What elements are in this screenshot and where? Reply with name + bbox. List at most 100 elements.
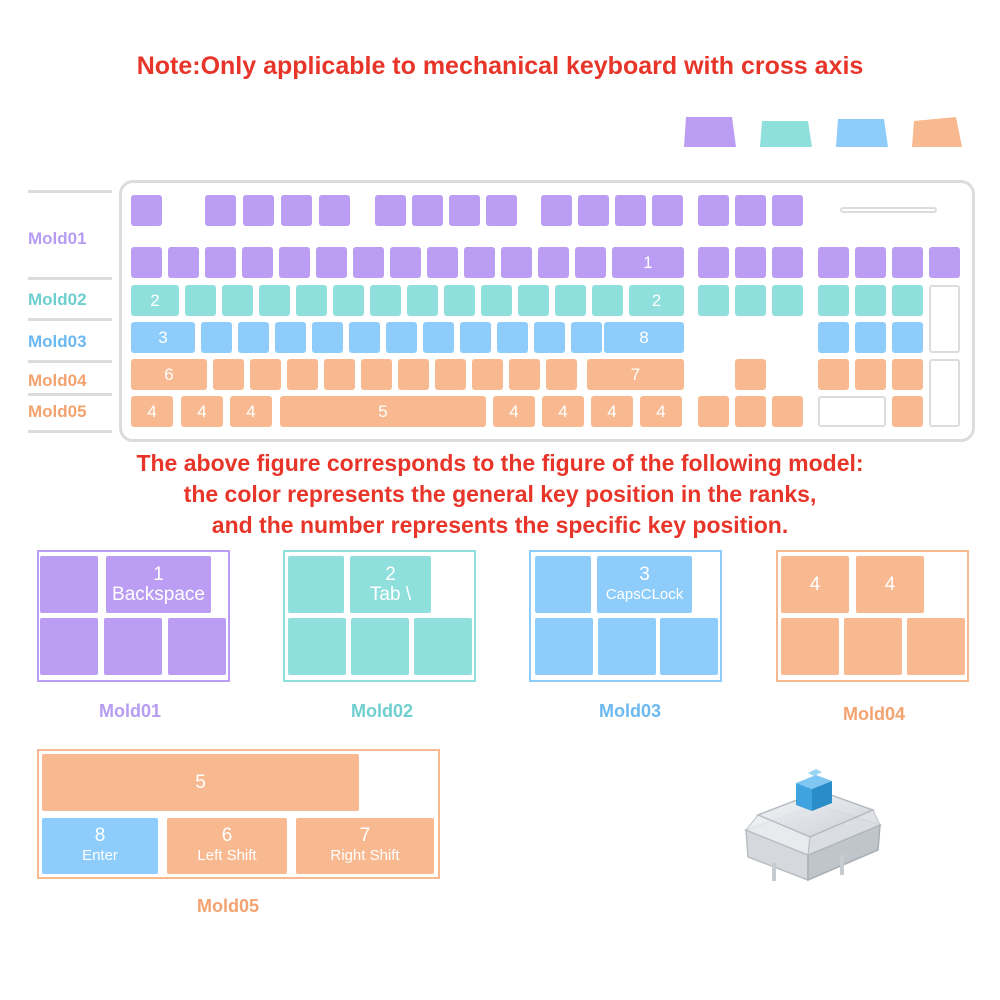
key <box>238 322 269 353</box>
key-number: 4 <box>809 573 821 595</box>
key <box>892 359 923 390</box>
mold04-key: 4 <box>781 556 849 613</box>
key <box>772 396 803 427</box>
key <box>772 247 803 278</box>
key <box>168 247 199 278</box>
key <box>213 359 244 390</box>
row-divider <box>28 360 112 363</box>
key <box>316 247 347 278</box>
key <box>735 247 766 278</box>
key <box>818 285 849 316</box>
key <box>698 247 729 278</box>
key <box>555 285 586 316</box>
description-line-3: and the number represents the specific k… <box>211 512 789 538</box>
row-divider <box>28 430 112 433</box>
key-number: 2 <box>385 563 396 585</box>
key <box>185 285 216 316</box>
key <box>250 359 281 390</box>
key-name: Enter <box>82 847 118 864</box>
key <box>892 247 923 278</box>
row-divider <box>28 190 112 193</box>
key <box>546 359 577 390</box>
row-label-mold03: Mold03 <box>28 332 87 351</box>
key <box>324 359 355 390</box>
key-name: Tab \ <box>369 583 412 605</box>
note-heading: Note:Only applicable to mechanical keybo… <box>136 52 864 80</box>
key-number: 5 <box>195 771 206 793</box>
key <box>892 396 923 427</box>
key <box>349 322 380 353</box>
mold02-tab-key: 2 Tab \ <box>350 556 431 613</box>
key <box>929 247 960 278</box>
key <box>501 247 532 278</box>
key <box>818 359 849 390</box>
row-divider <box>28 277 112 280</box>
mechanical-switch-icon <box>743 769 883 882</box>
mold04-key <box>907 618 965 675</box>
key <box>464 247 495 278</box>
key <box>698 285 729 316</box>
key <box>398 359 429 390</box>
key <box>375 195 406 226</box>
key <box>855 285 886 316</box>
mold05-right-shift-key: 7 Right Shift <box>296 818 434 874</box>
key <box>615 195 646 226</box>
key <box>855 247 886 278</box>
mold05-frame <box>37 749 440 879</box>
key-name: Right Shift <box>330 847 400 864</box>
key <box>296 285 327 316</box>
key <box>312 322 343 353</box>
mold01-backspace-key: 1 Backspace <box>106 556 211 613</box>
key <box>509 359 540 390</box>
key <box>222 285 253 316</box>
mold01-key <box>40 556 98 613</box>
win-key: 4 <box>181 396 223 427</box>
mold02-key <box>288 556 344 613</box>
key <box>205 247 236 278</box>
key <box>772 195 803 226</box>
key <box>472 359 503 390</box>
key <box>735 396 766 427</box>
key <box>460 322 491 353</box>
key <box>390 247 421 278</box>
key-number: 3 <box>639 563 650 585</box>
keycap-swatch-icons <box>684 117 962 147</box>
numpad-zero-outline <box>818 396 886 427</box>
mold03-key <box>535 556 591 613</box>
key <box>319 195 350 226</box>
key <box>578 195 609 226</box>
backspace-key: 1 <box>612 247 684 278</box>
left-shift-key: 6 <box>131 359 207 390</box>
alt-key: 4 <box>230 396 272 427</box>
enter-key: 8 <box>604 322 684 353</box>
key-number: 4 <box>884 573 896 595</box>
key <box>575 247 606 278</box>
mold02-caption: Mold02 <box>350 701 413 721</box>
right-shift-key: 7 <box>587 359 684 390</box>
mold03-caption: Mold03 <box>598 701 661 721</box>
key <box>735 285 766 316</box>
key-name: Left Shift <box>197 847 257 864</box>
key <box>497 322 528 353</box>
row-divider <box>28 318 112 321</box>
key <box>427 247 458 278</box>
mold01-key <box>40 618 98 675</box>
row-label-mold01: Mold01 <box>28 229 87 248</box>
key <box>370 285 401 316</box>
mold01-key <box>168 618 226 675</box>
key <box>435 359 466 390</box>
purple-keycap-swatch <box>684 117 736 147</box>
key <box>407 285 438 316</box>
alt-key: 4 <box>493 396 535 427</box>
key <box>735 195 766 226</box>
mold05-left-shift-key: 6 Left Shift <box>167 818 287 874</box>
blue-keycap-swatch <box>836 119 888 147</box>
key <box>818 322 849 353</box>
key <box>423 322 454 353</box>
key <box>538 247 569 278</box>
mold04-key <box>781 618 839 675</box>
spacebar-key: 5 <box>280 396 486 427</box>
key <box>818 247 849 278</box>
mold04-key <box>844 618 902 675</box>
mold05-enter-key: 8 Enter <box>42 818 158 874</box>
